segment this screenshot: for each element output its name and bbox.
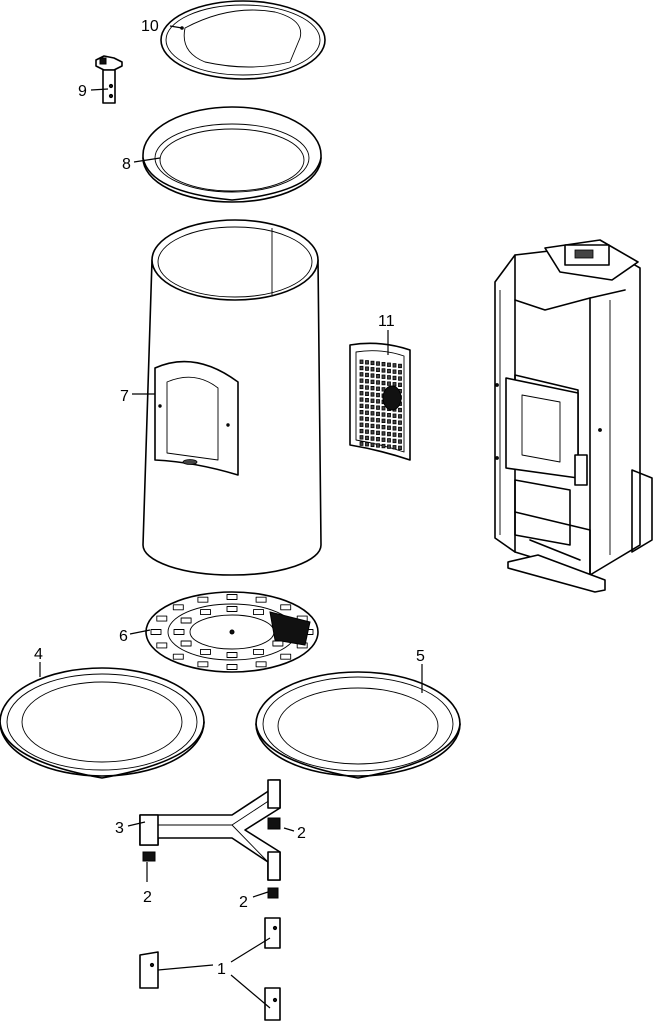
callout-8: 8: [122, 156, 131, 173]
callout-2-left: 2: [143, 889, 152, 906]
callout-3: 3: [115, 820, 124, 837]
callout-7: 7: [120, 388, 129, 405]
part-8-top-ring: [142, 106, 322, 203]
callout-1: 1: [217, 961, 226, 978]
callout-4: 4: [34, 646, 43, 663]
callout-2-right: 2: [297, 825, 306, 842]
part-7-outer-shell: [142, 219, 322, 576]
part-11-grille: [349, 342, 411, 461]
callout-2-lower: 2: [239, 894, 248, 911]
part-2-foot-a: [142, 851, 156, 862]
part-6-base-plate: [145, 591, 319, 673]
part-5-lower-ring: [255, 671, 461, 779]
callout-labels: 10 9 8 7 11 6 4 5 3 2 2 2 1: [34, 18, 425, 978]
callout-5: 5: [416, 648, 425, 665]
callout-11: 11: [378, 313, 395, 330]
grille-perforation: [359, 359, 402, 451]
callout-10: 10: [141, 18, 159, 35]
leader-lines: [39, 25, 423, 1009]
stove-body: [494, 239, 653, 593]
part-3-tripod-frame: [139, 779, 281, 881]
callout-6: 6: [119, 628, 128, 645]
part-2-foot-c: [267, 887, 279, 899]
part-10-top-cover: [160, 0, 326, 80]
part-2-foot-b: [267, 817, 281, 830]
callout-9: 9: [78, 83, 87, 100]
part-4-base-ring: [0, 667, 205, 779]
part-9-bracket: [95, 55, 123, 104]
part-1-brackets: [139, 917, 281, 1021]
